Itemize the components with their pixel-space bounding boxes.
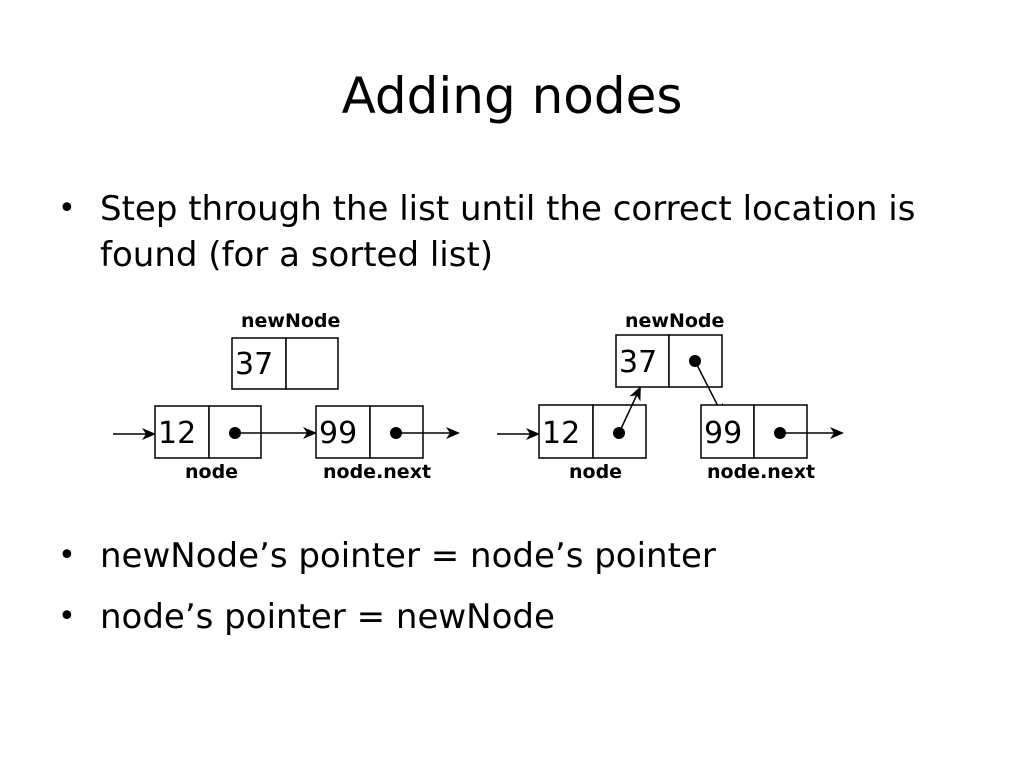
node-value: 12 <box>158 416 196 451</box>
node-value: 12 <box>542 416 580 451</box>
next-node-value: 99 <box>319 416 357 451</box>
newnode-box: 37 <box>231 337 339 390</box>
newnode-box: 37 <box>615 334 723 388</box>
slide-title: Adding nodes <box>341 67 683 125</box>
bullet-text: node’s pointer = newNode <box>100 597 555 637</box>
bullet-step-through: • Step through the list until the correc… <box>58 186 968 278</box>
newnode-value: 37 <box>235 347 273 382</box>
newnode-label: newNode <box>625 310 724 332</box>
bullet-dot-icon: • <box>58 599 76 634</box>
bullet-node-pointer: • node’s pointer = newNode <box>58 594 968 640</box>
bullet-dot-icon: • <box>58 538 76 573</box>
bullet-text: newNode’s pointer = node’s pointer <box>100 536 716 576</box>
node-box: 12 <box>538 404 647 459</box>
newnode-label: newNode <box>241 310 340 332</box>
diagram-after: newNode 37 12 99 node node.next <box>497 310 844 483</box>
node-label: node <box>185 461 238 483</box>
bullet-dot-icon: • <box>58 191 76 226</box>
node-box: 12 <box>154 405 262 459</box>
next-node-value: 99 <box>704 416 742 451</box>
bullet-text: Step through the list until the correct … <box>100 189 916 275</box>
next-node-box: 99 <box>315 405 424 459</box>
node-to-newnode-arrow <box>618 386 641 434</box>
next-node-label: node.next <box>323 461 431 483</box>
node-label: node <box>569 461 622 483</box>
next-node-label: node.next <box>707 461 815 483</box>
next-node-box: 99 <box>700 404 808 459</box>
diagram-before: newNode 37 12 99 node node.next <box>113 310 460 483</box>
bullet-newnode-pointer: • newNode’s pointer = node’s pointer <box>58 533 968 579</box>
newnode-value: 37 <box>619 345 657 380</box>
